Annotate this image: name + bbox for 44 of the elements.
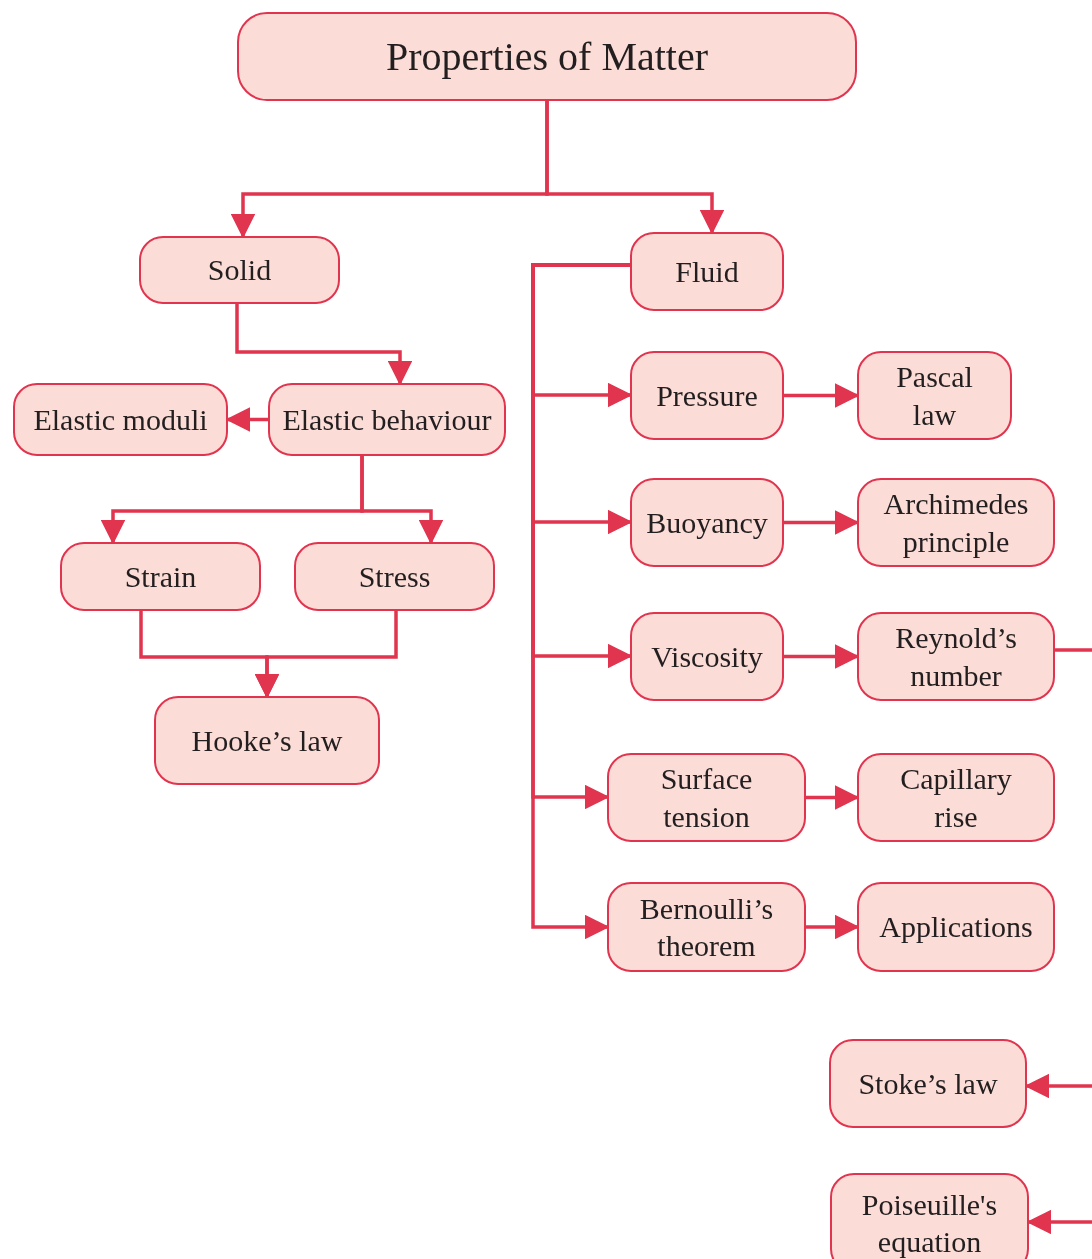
rounded-box xyxy=(630,232,784,311)
rounded-box xyxy=(607,753,806,842)
rounded-box xyxy=(830,1173,1029,1259)
rounded-box xyxy=(268,383,506,456)
rounded-box xyxy=(13,383,228,456)
rounded-box xyxy=(630,478,784,567)
node-label: Pressure xyxy=(656,377,758,414)
node-label: Archimedes principle xyxy=(882,486,1030,560)
node-label: Stress xyxy=(358,558,431,595)
node-label: Surface tension xyxy=(659,761,754,835)
node-label: Solid xyxy=(207,252,272,289)
node-label: Strain xyxy=(124,558,197,595)
arrow xyxy=(360,456,444,545)
node-label: Capillary rise xyxy=(899,761,1013,835)
rounded-box xyxy=(607,882,806,972)
rounded-box xyxy=(237,12,857,101)
rounded-box xyxy=(857,478,1055,567)
rounded-box xyxy=(829,1039,1027,1128)
node-label: Poiseuille's equation xyxy=(860,1186,999,1259)
arrow xyxy=(235,304,413,386)
node-label: Bernoulli’s theorem xyxy=(638,890,775,964)
rounded-box xyxy=(60,542,261,611)
rounded-box xyxy=(857,882,1055,972)
node-label: Properties of Matter xyxy=(385,32,709,81)
node-label: Buoyancy xyxy=(646,504,768,541)
node-label: Viscosity xyxy=(651,638,763,675)
arrow xyxy=(545,101,725,235)
rounded-box xyxy=(857,753,1055,842)
rounded-box xyxy=(857,351,1012,440)
rounded-box xyxy=(294,542,495,611)
rounded-box xyxy=(630,351,784,440)
node-label: Fluid xyxy=(675,253,739,290)
node-label: Stoke’s law xyxy=(858,1065,998,1102)
rounded-box xyxy=(154,696,380,785)
arrow xyxy=(254,611,398,699)
node-label: Applications xyxy=(879,909,1033,946)
node-label: Elastic behaviour xyxy=(282,401,492,438)
rounded-box xyxy=(630,612,784,701)
node-label: Pascal law xyxy=(895,359,974,433)
rounded-box xyxy=(857,612,1055,701)
node-label: Elastic moduli xyxy=(33,401,208,438)
rounded-box xyxy=(139,236,340,304)
node-label: Hooke’s law xyxy=(191,722,343,759)
node-label: Reynold’s number xyxy=(894,620,1018,694)
